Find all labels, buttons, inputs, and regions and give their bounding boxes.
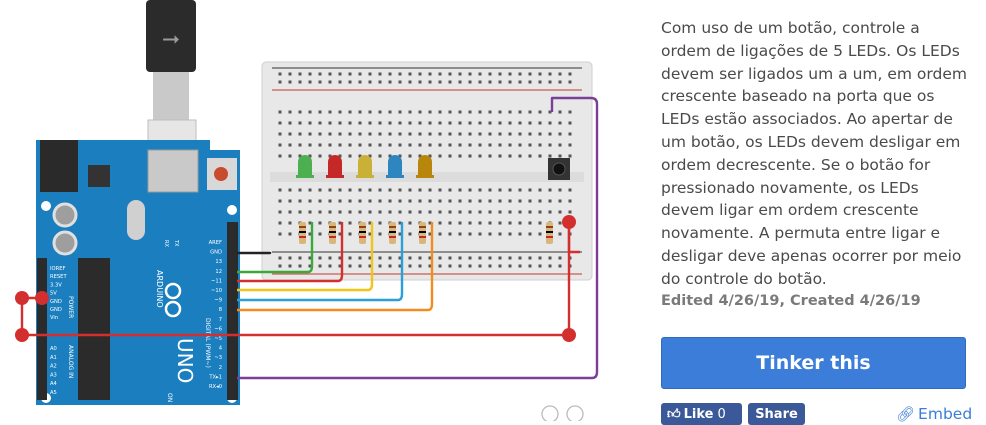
rx-label: RX <box>163 240 169 247</box>
wire-red-3 <box>237 222 344 283</box>
resistor-4 <box>389 222 396 244</box>
led-4 <box>386 155 404 178</box>
cc-license-icon <box>541 405 584 421</box>
pin-label: A0 <box>50 346 57 352</box>
facebook-share-button[interactable]: Share <box>748 403 805 425</box>
pin-label: ~6 <box>214 326 222 332</box>
pin-label: GND <box>210 250 222 256</box>
on-label: ON <box>166 393 173 402</box>
resistor-6 <box>546 222 553 244</box>
pin-label: TX▸1 <box>208 374 222 380</box>
digital-pin-labels: AREF GND 13 12 ~11 ~10 ~9 8 7 ~6 ~5 4 ~3 2TX▸1RX◂0 <box>208 240 222 390</box>
pin-label: Vin <box>50 315 58 321</box>
link-icon: 🔗︎ <box>896 405 916 423</box>
resistor-2 <box>329 222 336 244</box>
like-label: Like <box>683 406 714 422</box>
pin-label: 7 <box>219 317 222 323</box>
breadboard-holes <box>278 72 572 268</box>
pin-label: 8 <box>219 307 222 313</box>
pin-label: AREF <box>209 240 222 246</box>
embed-label: Embed <box>918 405 973 423</box>
pin-label: IOREF <box>50 266 65 272</box>
push-button <box>548 158 570 180</box>
tx-label: TX <box>173 239 179 247</box>
circuit-canvas: ⭢ ARDUINO UNO POWER ANALOG IN DIGITAL (P… <box>15 0 599 421</box>
pin-label: ~11 <box>211 278 222 284</box>
board-brand: ARDUINO <box>155 270 164 308</box>
pin-label: ~9 <box>214 298 222 304</box>
led-2 <box>326 155 344 178</box>
wire-purple-7 <box>237 96 599 380</box>
arduino-board: ARDUINO UNO POWER ANALOG IN DIGITAL (PWM… <box>36 140 240 405</box>
analog-label: ANALOG IN <box>67 345 74 378</box>
pin-label: 12 <box>215 269 222 275</box>
junction-dots <box>15 215 576 342</box>
pin-label: 4 <box>219 346 223 352</box>
pin-label: 2 <box>219 365 222 371</box>
pin-label: 5V <box>50 291 57 297</box>
edited-created-dates: Edited 4/26/19, Created 4/26/19 <box>661 293 921 309</box>
resistor-1 <box>299 222 306 244</box>
pin-label: A4 <box>50 381 58 387</box>
project-description: Com uso de um botão, controle a ordem de… <box>661 19 967 288</box>
wire-orange-6 <box>237 222 434 312</box>
pin-label: ~5 <box>214 336 222 342</box>
resistor-5 <box>419 222 426 244</box>
resistor-3 <box>359 222 366 244</box>
pin-label: RESET <box>50 274 67 280</box>
led-3 <box>356 155 374 178</box>
board-model: UNO <box>173 338 197 383</box>
power-pin-labels: IOREF RESET 3.3V 5V GND GND Vin <box>50 266 67 321</box>
pin-label: ~10 <box>211 288 222 294</box>
pin-label: GND <box>50 307 62 313</box>
pin-label: GND <box>50 299 62 305</box>
resistors <box>299 222 553 244</box>
wire-black-1 <box>237 251 272 255</box>
facebook-like-button[interactable]: 👍︎ Like 0 <box>661 403 742 425</box>
arduino-logo <box>164 282 182 318</box>
wire-yellow-4 <box>237 222 374 292</box>
pin-label: A1 <box>50 355 57 361</box>
leds <box>296 155 434 178</box>
embed-link[interactable]: 🔗︎ Embed <box>896 405 972 423</box>
thumbs-up-icon: 👍︎ <box>667 406 681 422</box>
pin-label: ~3 <box>214 355 222 361</box>
pin-label: 3.3V <box>50 282 62 288</box>
wire-red-9 <box>20 222 571 337</box>
wires <box>20 96 599 380</box>
wire-blue-5 <box>237 222 404 302</box>
pin-label: RX◂0 <box>209 384 222 390</box>
pin-label: A5 <box>50 390 57 396</box>
wire-red-11 <box>567 222 580 254</box>
power-label: POWER <box>67 296 74 318</box>
pin-label: A3 <box>50 372 57 378</box>
pin-label: 13 <box>215 259 222 265</box>
led-5 <box>416 155 434 178</box>
like-count: 0 <box>717 406 726 422</box>
svg-text:⭢: ⭢ <box>162 26 180 51</box>
wire-green-2 <box>237 222 314 274</box>
project-info-panel: Com uso de um botão, controle a ordem de… <box>661 0 972 425</box>
tinker-this-button[interactable]: Tinker this <box>661 337 966 389</box>
led-1 <box>296 155 314 178</box>
pin-label: A2 <box>50 364 57 370</box>
digital-label: DIGITAL (PWM~) <box>204 318 211 368</box>
